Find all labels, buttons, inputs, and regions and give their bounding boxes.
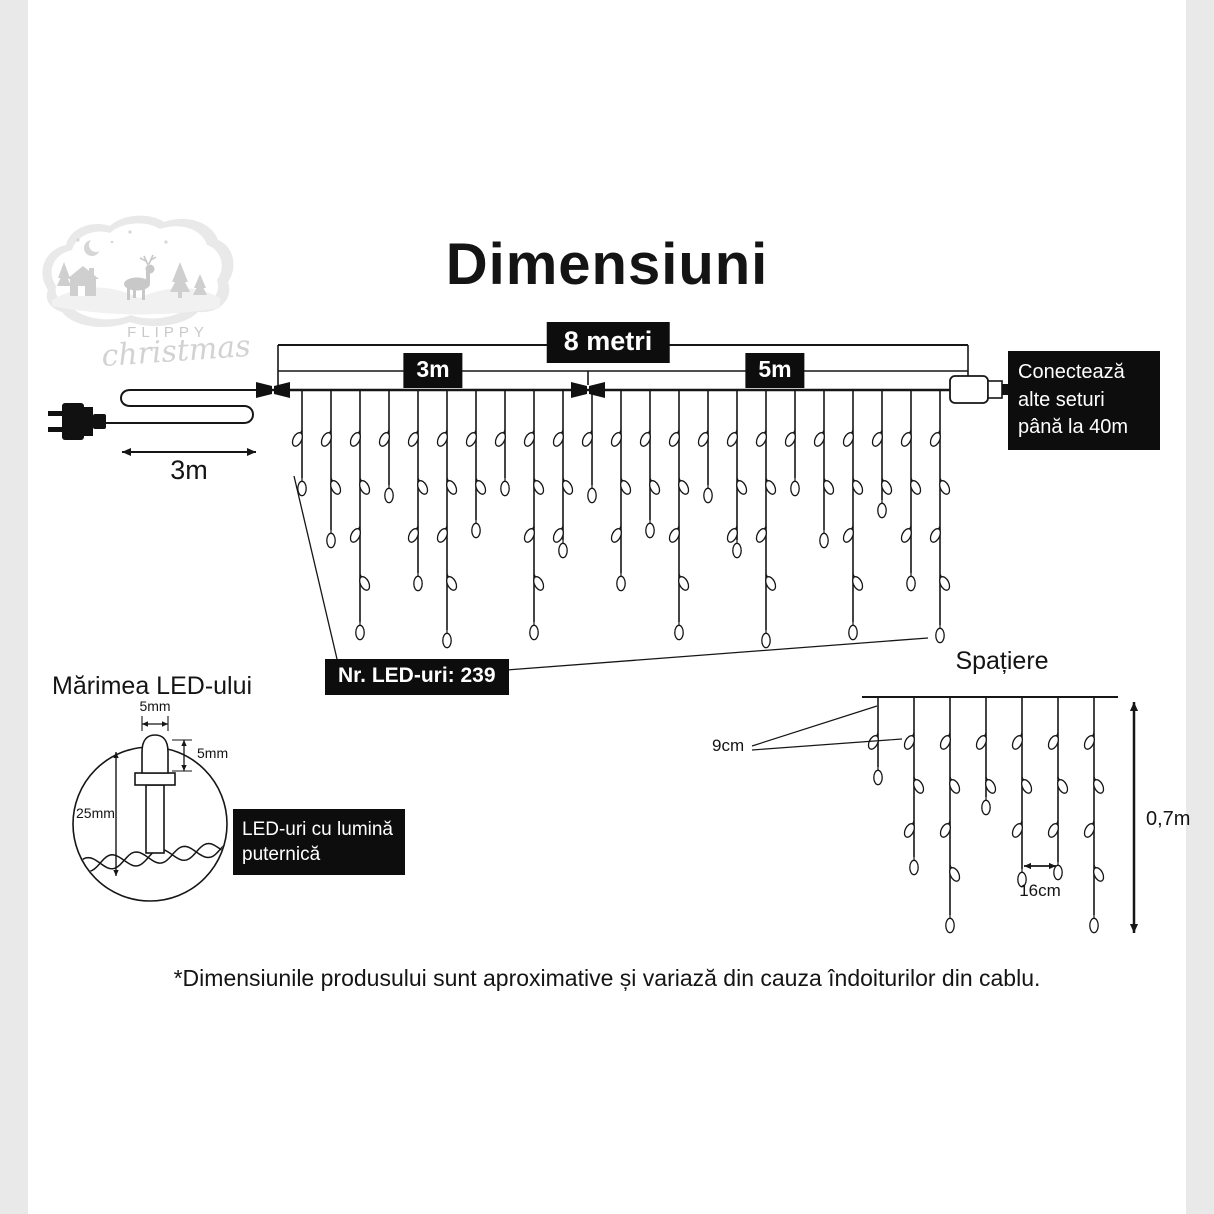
end-connector-icon <box>949 375 1010 404</box>
moon-icon <box>84 238 103 256</box>
right-segment-label: 5m <box>745 353 805 388</box>
led-length-label: 25mm <box>76 805 115 821</box>
page-title: Dimensiuni <box>445 232 769 297</box>
connector-joint-middle <box>571 382 605 398</box>
left-segment-label: 3m <box>403 353 463 388</box>
spacing-gap-leader-lines <box>751 705 903 751</box>
pine-trees-right-icon <box>170 262 207 298</box>
connector-joint-left <box>256 382 290 398</box>
measurement-arrows <box>113 447 1139 933</box>
led-bulb-drawing <box>134 734 176 854</box>
stars-icon <box>76 230 168 244</box>
lead-length-label: 3m <box>170 455 208 485</box>
connector-note-label: Conectează alte seturi până la 40m <box>1008 351 1160 450</box>
main-light-strand <box>265 388 952 649</box>
led-count-leader-lines <box>293 475 929 673</box>
drop-height-label: 0,7m <box>1146 808 1191 830</box>
page-background <box>28 0 1186 1214</box>
bulb-width-label: 5mm <box>139 698 171 714</box>
spacing-section-title: Spațiere <box>955 647 1049 675</box>
bulb-height-label: 5mm <box>197 745 229 761</box>
led-gap-label: 9cm <box>712 736 745 755</box>
power-plug-icon <box>48 403 106 440</box>
footnote: *Dimensiunile produsului sunt aproximati… <box>173 965 1041 991</box>
pine-trees-left-icon <box>57 262 71 286</box>
lead-wire <box>104 389 262 424</box>
deer-icon <box>124 254 157 300</box>
house-icon <box>67 266 99 296</box>
led-magnifier <box>72 716 228 902</box>
led-note-label: LED-uri cu lumină puternică <box>233 809 405 876</box>
led-count-label: Nr. LED-uri: 239 <box>325 659 509 695</box>
led-size-section-title: Mărimea LED-ului <box>52 672 253 700</box>
logo-brand-name: FLIPPY <box>127 324 209 341</box>
total-length-label: 8 metri <box>546 322 670 363</box>
flippy-christmas-logo <box>42 215 234 327</box>
drop-gap-label: 16cm <box>1019 881 1061 900</box>
spacing-light-strand <box>862 696 1118 934</box>
